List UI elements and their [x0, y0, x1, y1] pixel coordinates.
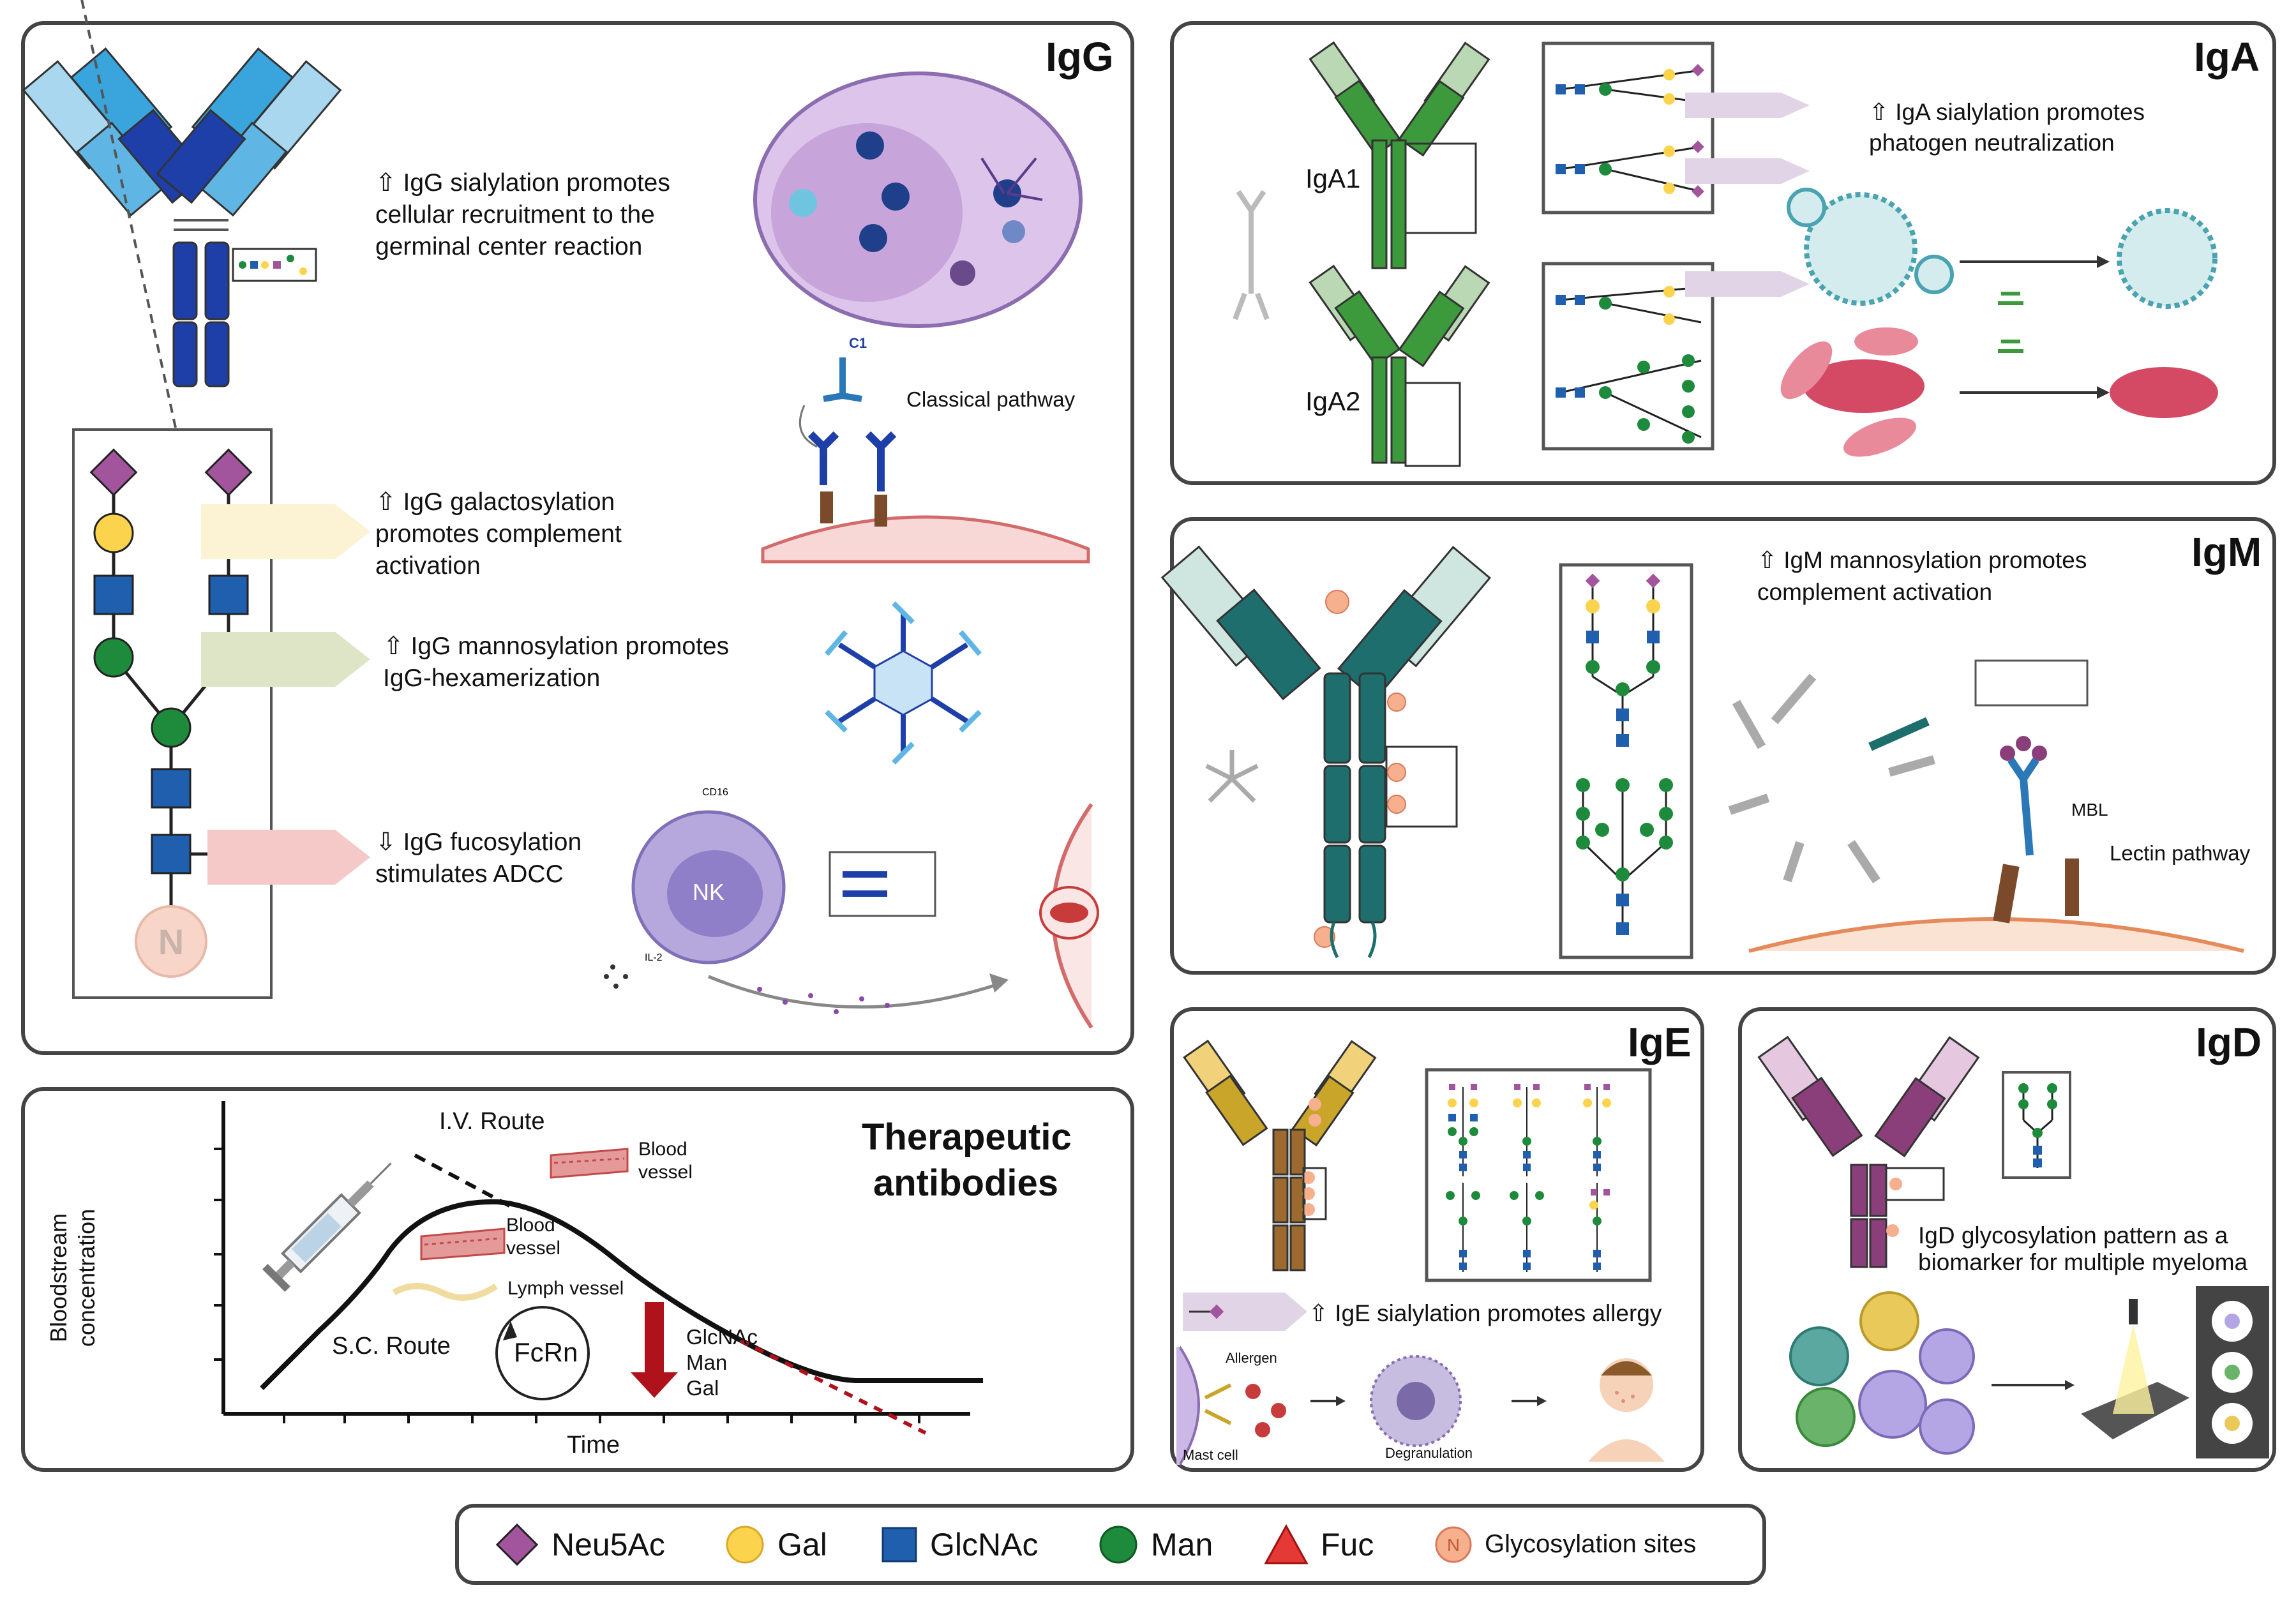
ige-sialylation-text: ⇧ IgE sialylation promotes allergy — [1309, 1300, 1662, 1326]
lymph-vessel-icon — [392, 1283, 498, 1301]
lectin-pathway-icon — [1728, 659, 2244, 953]
igm-pentamer-icon — [1205, 750, 1259, 803]
pharmacokinetic-plot — [214, 1101, 983, 1435]
igg-glycan-detail: N — [72, 0, 273, 999]
lectin-pathway-label: Lectin pathway — [2110, 841, 2251, 865]
igm-mannosylation-text: ⇧ IgM mannosylation promotes complement … — [1757, 547, 2087, 605]
igd-biomarker-text: IgD glycosylation pattern as a biomarker… — [1918, 1222, 2248, 1275]
legend-glcnac: GlcNAc — [880, 1508, 1038, 1581]
igg-title: IgG — [1046, 34, 1114, 80]
glycosylation-site-n: N — [1447, 1535, 1460, 1555]
therapeutic-title-2: antibodies — [873, 1162, 1059, 1204]
blood-vessel-label-1: Blood vessel — [638, 1139, 693, 1183]
legend: Neu5Ac Gal GlcNAc Man Fuc N Glycosylatio… — [455, 1504, 1766, 1585]
igg-fucosylation-text: ⇩ IgG fucosylation stimulates ADCC — [375, 828, 582, 888]
iga2-label: IgA2 — [1305, 386, 1361, 416]
fucosylation-arrow — [207, 830, 370, 885]
x-axis-label: Time — [567, 1432, 620, 1458]
mannosylation-arrow — [201, 632, 370, 687]
legend-glcnac-label: GlcNAc — [930, 1526, 1039, 1563]
nk-label: NK — [693, 879, 724, 905]
il2-label: IL-2 — [645, 952, 663, 963]
ige-glycan-box — [1425, 1068, 1652, 1282]
iv-route-label: I.V. Route — [439, 1108, 545, 1135]
n-site-label: N — [158, 922, 184, 962]
blood-vessel-icon-2 — [420, 1227, 506, 1261]
lymph-vessel-label: Lymph vessel — [507, 1278, 624, 1299]
iga1-label: IgA1 — [1305, 163, 1361, 193]
galactosylation-arrow — [201, 504, 370, 559]
igm-panel — [1170, 517, 2276, 975]
glycan-list-label: GlcNAc Man Gal — [686, 1325, 758, 1400]
mast-cell-label: Mast cell — [1183, 1447, 1238, 1463]
classical-pathway-label: Classical pathway — [906, 387, 1076, 411]
legend-glycosylation-sites-label: Glycosylation sites — [1485, 1530, 1697, 1558]
c1-label: C1 — [849, 335, 867, 351]
degranulation-label: Degranulation — [1385, 1445, 1473, 1461]
igg-sialylation-text: ⇧ IgG sialylation promotes cellular recr… — [375, 169, 670, 260]
cd16-label: CD16 — [702, 787, 728, 798]
allergen-label: Allergen — [1226, 1350, 1277, 1366]
igd-title: IgD — [2196, 1019, 2262, 1065]
glcnac-icon — [882, 1527, 917, 1562]
pathogen-neutralization-icon — [1780, 188, 2218, 457]
igm-glycan-box — [1559, 563, 1693, 959]
allergy-icon — [1176, 1345, 1665, 1466]
legend-neu5ac-label: Neu5Ac — [551, 1526, 665, 1563]
igg-mannosylation-text: ⇧ IgG mannosylation promotes IgG-hexamer… — [383, 633, 730, 692]
neu5ac-icon — [495, 1523, 539, 1566]
legend-glycosylation-sites: N Glycosylation sites — [1434, 1508, 1696, 1581]
legend-fuc-label: Fuc — [1321, 1526, 1374, 1563]
syringe-icon — [262, 1162, 392, 1292]
iga-sialylation-arrows — [1685, 93, 1810, 297]
ige-antibody-icon — [1183, 1039, 1377, 1271]
mbl-label: MBL — [2071, 800, 2108, 820]
igd-antibody-icon — [1757, 1035, 2071, 1268]
man-icon — [1099, 1525, 1137, 1563]
myeloma-cells-icon — [1789, 1286, 2269, 1458]
gal-icon — [726, 1525, 764, 1563]
igg-galactosylation-text: ⇧ IgG galactosylation promotes complemen… — [375, 488, 622, 580]
blood-vessel-label-2: Blood vessel — [506, 1215, 561, 1259]
legend-fuc: Fuc — [1263, 1508, 1374, 1581]
ige-sialylation-arrow — [1183, 1293, 1307, 1331]
iga-glycan-boxes — [1542, 41, 1714, 451]
legend-gal: Gal — [724, 1508, 827, 1581]
y-axis-label: Bloodstream concentration — [45, 1208, 100, 1347]
fcrn-label: FcRn — [514, 1337, 578, 1367]
igm-title: IgM — [2191, 529, 2262, 575]
blood-vessel-icon-1 — [550, 1148, 629, 1179]
legend-neu5ac: Neu5Ac — [494, 1508, 665, 1581]
legend-gal-label: Gal — [777, 1526, 827, 1563]
legend-man-label: Man — [1151, 1526, 1213, 1563]
therapeutic-panel — [21, 1087, 1134, 1472]
iga-sialylation-text: ⇧ IgA sialylation promotes phatogen neut… — [1869, 99, 2145, 156]
glycosylation-site-icon: N — [1435, 1526, 1472, 1563]
iga-antibodies-icon — [1233, 41, 1490, 467]
igm-antibody-icon — [1160, 545, 1492, 959]
therapeutic-title-1: Therapeutic — [862, 1116, 1072, 1158]
classical-pathway-icon: C1 — [761, 335, 1090, 564]
igg-antibody-icon — [22, 47, 342, 387]
fuc-icon — [1264, 1524, 1309, 1564]
iga-title: IgA — [2194, 34, 2260, 80]
ige-title: IgE — [1628, 1019, 1692, 1065]
sc-route-label: S.C. Route — [332, 1333, 451, 1360]
nk-cell-icon: NK CD16 IL-2 — [604, 787, 1099, 1029]
germinal-center-icon — [753, 71, 1083, 328]
igg-hexamer-icon — [824, 601, 982, 765]
legend-man: Man — [1097, 1508, 1213, 1581]
